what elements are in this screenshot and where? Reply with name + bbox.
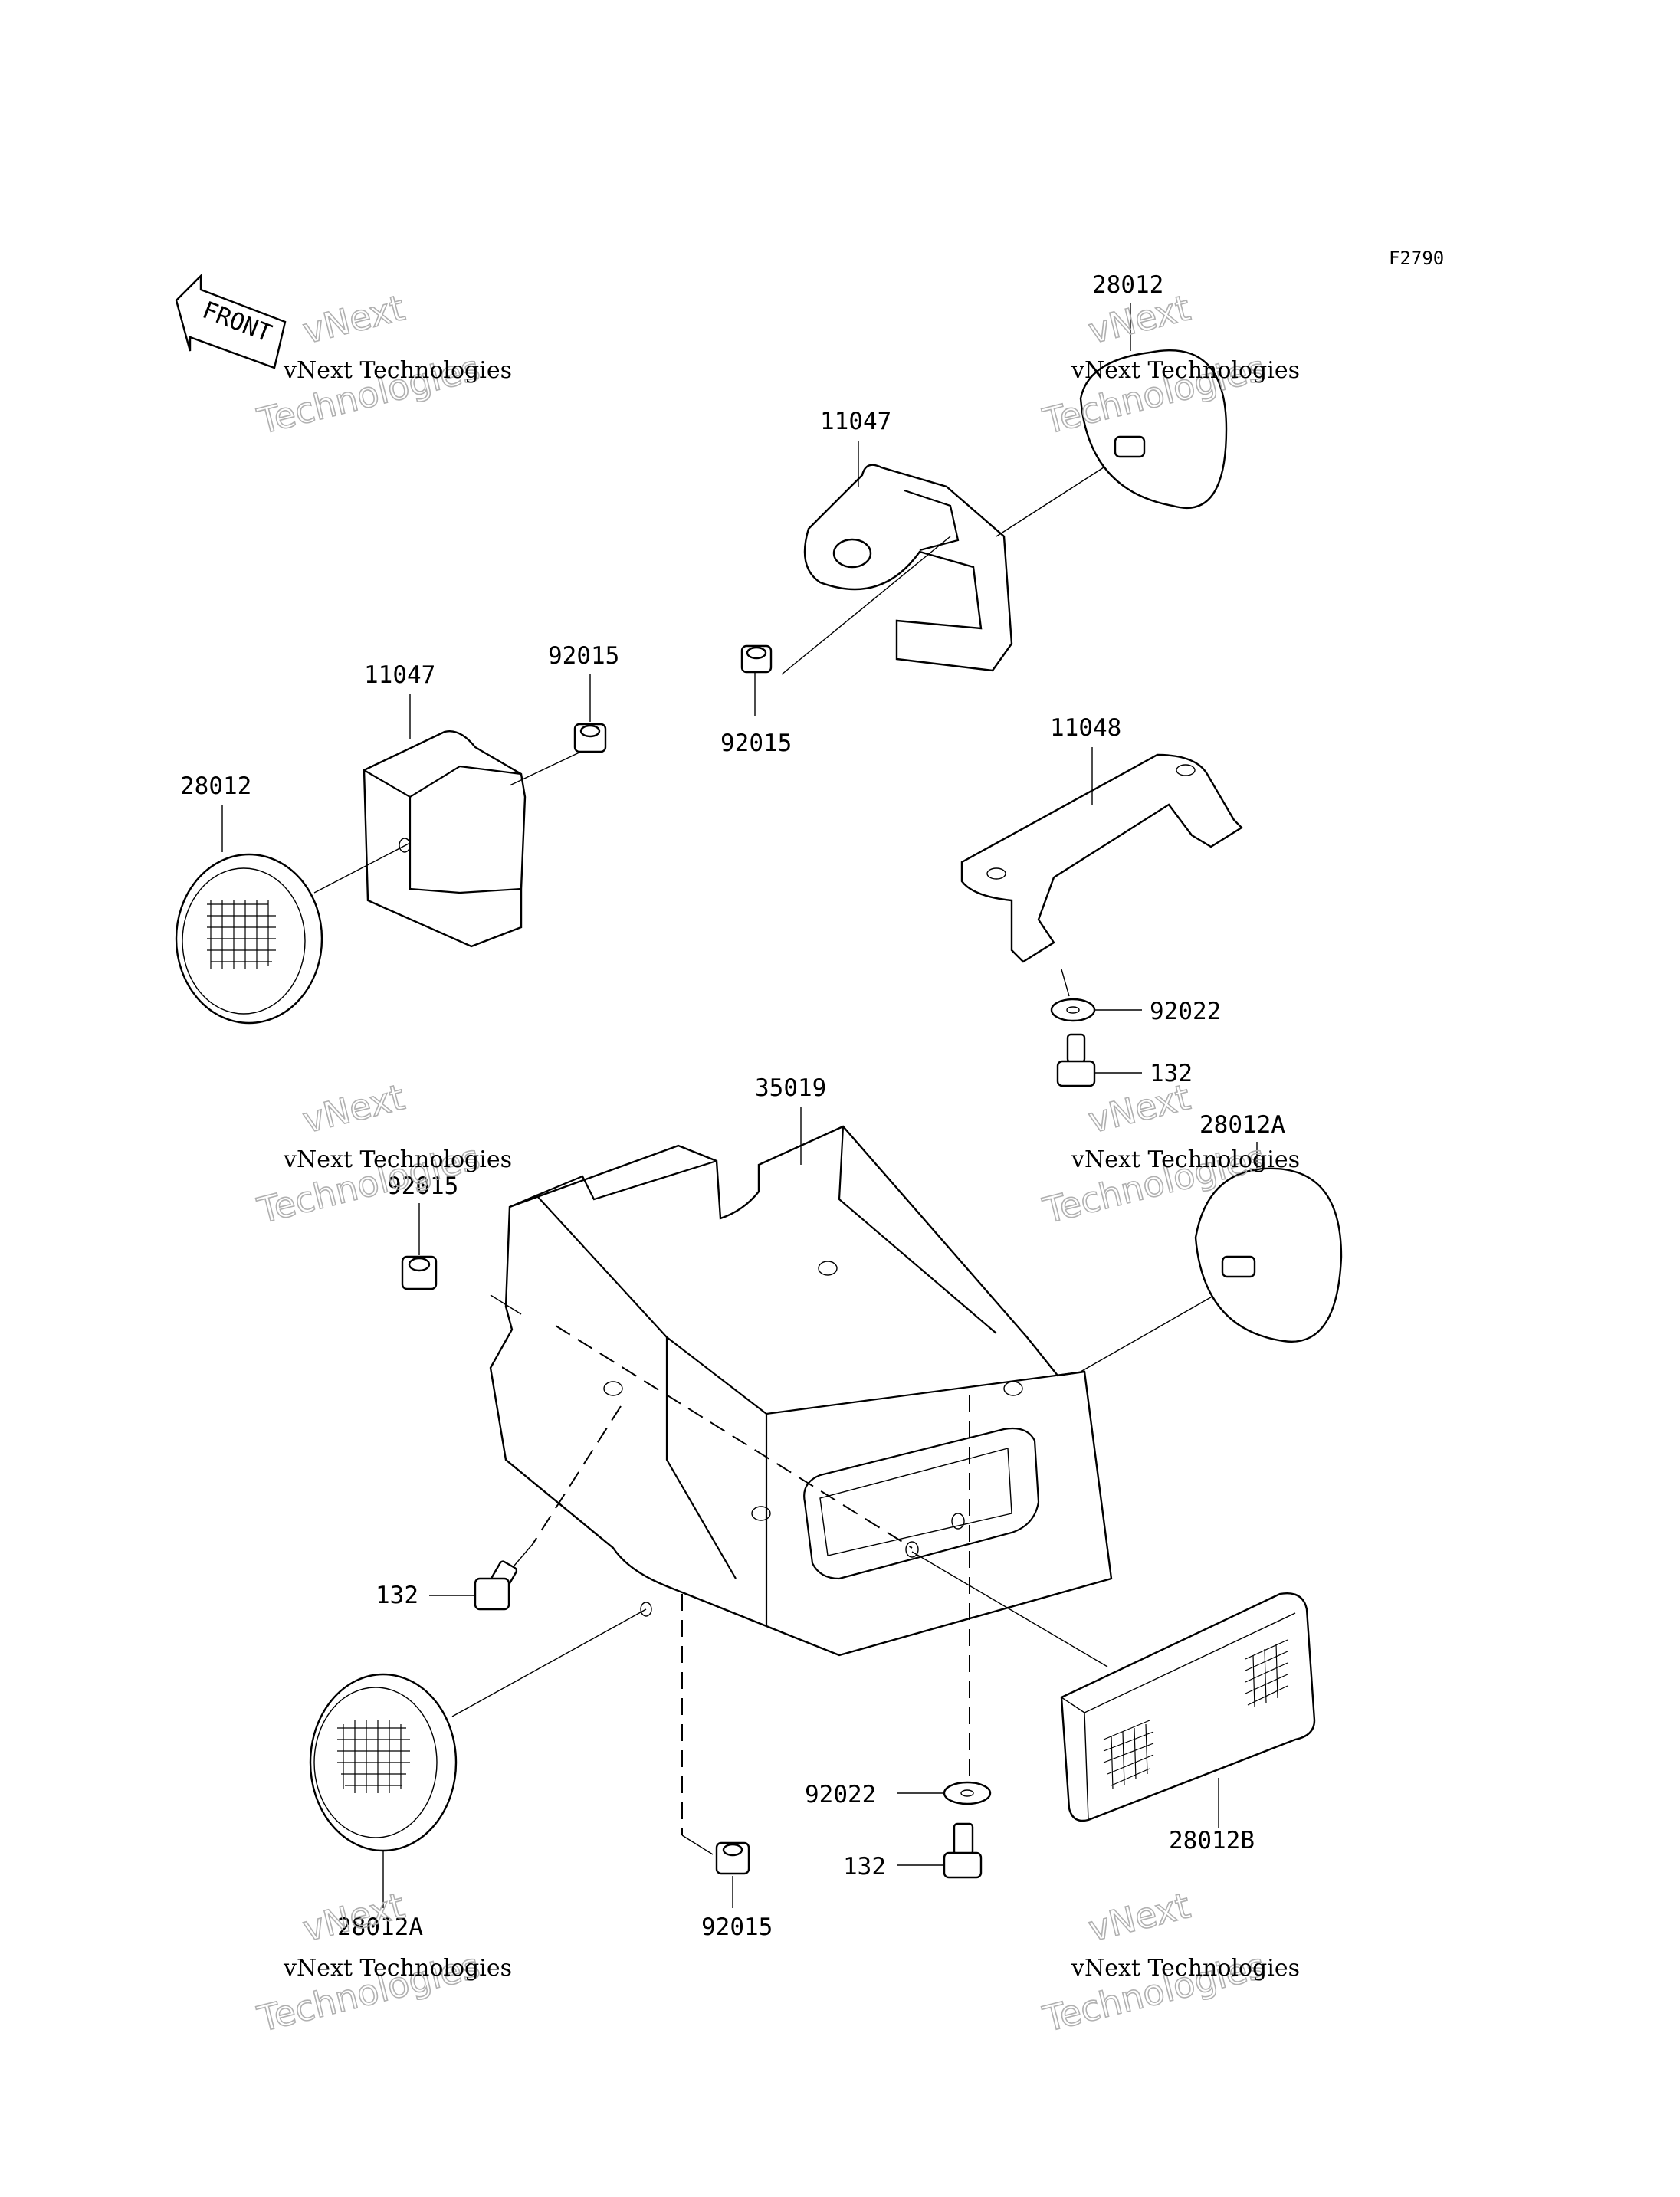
bracket-11047-left [313, 730, 583, 948]
nut-92015-main-left [401, 1255, 438, 1290]
callout-28012A-lower: 28012A [337, 1913, 423, 1941]
reflector-28012-upper [1079, 349, 1228, 510]
leader-lines [221, 303, 1258, 1908]
bolt-132-left [474, 1560, 518, 1611]
watermark-line2: vNext Technologies [283, 1146, 512, 1173]
callout-11047-left: 11047 [364, 661, 435, 689]
reflector-28012A-lower [309, 1673, 458, 1852]
callout-92015-left: 92015 [548, 642, 619, 670]
callout-35019: 35019 [755, 1074, 826, 1102]
callout-28012A-right: 28012A [1199, 1111, 1285, 1139]
watermark-line2: vNext Technologies [1071, 357, 1300, 384]
bolt-132-lower [943, 1822, 983, 1879]
license-bracket-35019 [489, 1125, 1113, 1657]
nut-92015-left [573, 723, 607, 753]
callout-28012B: 28012B [1169, 1827, 1255, 1854]
callout-92022-lower: 92022 [805, 1781, 876, 1808]
callout-11048: 11048 [1050, 714, 1121, 742]
nut-92015-bottom [715, 1841, 750, 1875]
washer-92022-upper [1050, 998, 1096, 1022]
bolt-132-upper [1056, 1033, 1096, 1087]
callout-92015-upper: 92015 [720, 730, 792, 757]
callout-92015-main-left: 92015 [387, 1172, 458, 1200]
washer-92022-lower [943, 1781, 992, 1805]
callout-92015-bottom: 92015 [701, 1913, 773, 1941]
callout-132-left: 132 [376, 1582, 418, 1609]
nut-92015-upper [740, 644, 773, 674]
callout-11047-upper: 11047 [820, 408, 891, 435]
callout-92022-upper: 92022 [1150, 998, 1221, 1025]
figure-reference: F2790 [1389, 248, 1444, 269]
watermark-line2: vNext Technologies [1071, 1955, 1300, 1982]
bracket-11047-upper [781, 464, 1104, 675]
watermark-line1: vNext [1084, 1884, 1194, 1949]
watermark-line2: vNext Technologies [1071, 1146, 1300, 1173]
callout-132-upper: 132 [1150, 1060, 1193, 1087]
callout-28012-upper: 28012 [1092, 271, 1163, 299]
callout-132-lower: 132 [843, 1853, 886, 1881]
watermark-line1: vNext [1084, 1076, 1194, 1141]
bracket-11048 [960, 753, 1243, 997]
reflector-28012A-right [1194, 1167, 1343, 1343]
front-direction-arrow: FRONT [175, 274, 287, 369]
watermark-line1: vNext [299, 1076, 409, 1141]
watermark-line2: vNext Technologies [283, 357, 512, 384]
reflector-28012-left [175, 853, 323, 1025]
callout-28012-left: 28012 [180, 772, 251, 800]
license-lamp-28012B [1060, 1592, 1316, 1822]
watermark-line2: vNext Technologies [283, 1955, 512, 1982]
watermark-line1: vNext [299, 287, 409, 352]
